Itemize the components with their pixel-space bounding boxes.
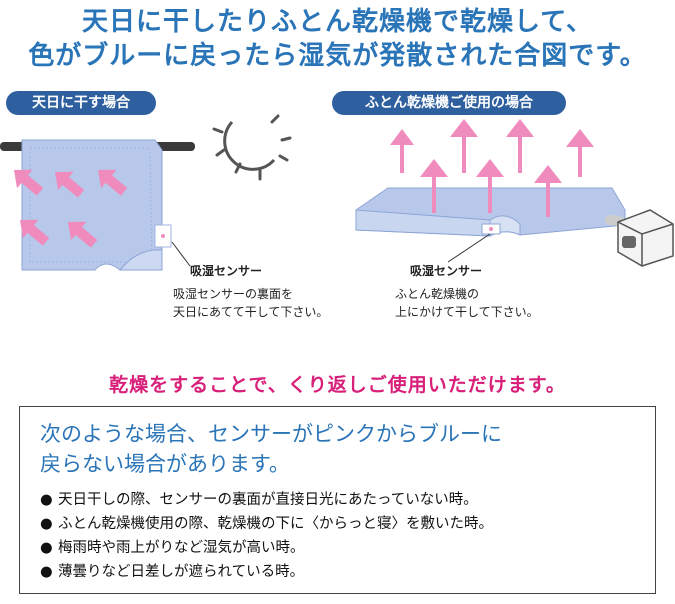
up-arrow-icon <box>534 165 562 217</box>
up-arrow-icon <box>450 119 478 173</box>
notice-item: ●ふとん乾燥機使用の際、乾燥機の下に〈からっと寝〉を敷いた時。 <box>40 513 493 535</box>
left-sensor-leader-line <box>171 241 191 267</box>
left-note-line-2: 天日にあてて干して下さい。 <box>173 305 329 319</box>
right-panel-label: ふとん乾燥機ご使用の場合 <box>332 91 566 115</box>
tagline: 乾燥をすることで、くり返しご使用いただけます。 <box>109 374 566 396</box>
bullet-dot-icon: ● <box>40 540 53 556</box>
sun-icon <box>212 114 292 181</box>
notice-title-line-1: 次のような場合、センサーがピンクからブルーに <box>40 422 502 446</box>
diagonal-arrow-icon <box>20 219 50 246</box>
diagonal-arrow-icon <box>55 171 85 198</box>
left-note-line-1: 吸湿センサーの裏面を <box>173 287 294 301</box>
up-arrow-icon <box>506 119 534 173</box>
notice-box: 次のような場合、センサーがピンクからブルーに 戻らない場合があります。 ●天日干… <box>19 406 656 594</box>
up-arrow-icon <box>476 159 504 213</box>
left-sensor-label: 吸湿センサー <box>190 264 263 278</box>
diagonal-arrow-icon <box>98 169 128 196</box>
up-arrows <box>390 119 594 217</box>
headline-line-2: 色がブルーに戻ったら湿気が発散された合図です。 <box>28 41 647 71</box>
right-sensor-label: 吸湿センサー <box>410 264 483 278</box>
notice-item: ●梅雨時や雨上がりなど湿気が高い時。 <box>40 537 305 559</box>
notice-item: ●天日干しの際、センサーの裏面が直接日光にあたっていない時。 <box>40 489 478 511</box>
diagonal-arrow-icon <box>14 169 44 196</box>
diagonal-arrows <box>14 169 128 248</box>
left-panel-label: 天日に干す場合 <box>6 91 156 115</box>
right-note-line-1: ふとん乾燥機の <box>395 287 480 301</box>
bullet-dot-icon: ● <box>40 516 53 532</box>
right-sensor-leader-line <box>447 233 491 263</box>
right-note-line-2: 上にかけて干して下さい。 <box>395 305 539 319</box>
bullet-dot-icon: ● <box>40 492 53 508</box>
up-arrow-icon <box>420 159 448 213</box>
up-arrow-icon <box>390 129 414 173</box>
notice-item: ●薄曇りなど日差しが遮られている時。 <box>40 561 304 583</box>
headline-line-1: 天日に干したりふとん乾燥機で乾燥して、 <box>82 7 593 37</box>
notice-title-line-2: 戻らない場合があります。 <box>40 452 290 476</box>
bullet-dot-icon: ● <box>40 564 53 580</box>
up-arrow-icon <box>566 129 594 177</box>
diagonal-arrow-icon <box>68 221 98 248</box>
